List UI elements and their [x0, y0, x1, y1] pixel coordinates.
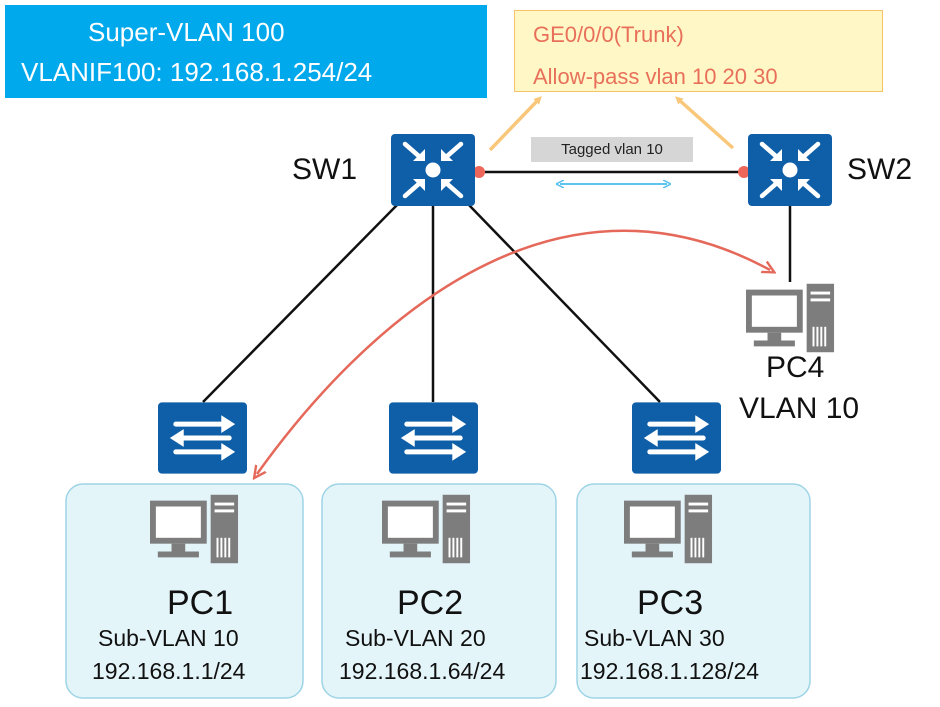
pc1-label: PC1 [167, 584, 234, 622]
super-vlan-title: Super-VLAN 100 [88, 17, 285, 47]
pc3-label: PC3 [637, 584, 704, 622]
access-switch-2-icon [389, 402, 478, 473]
tagged-vlan-label: Tagged vlan 10 [531, 137, 693, 162]
pc1-computer-icon [150, 494, 239, 564]
sw1-port-dot [473, 166, 485, 178]
pc2-group-box [321, 483, 557, 699]
sw2-router-icon [748, 134, 832, 206]
trunk-callout-arrow-sw1 [488, 96, 542, 152]
pc4-computer-icon [746, 283, 835, 353]
access-switch-1-icon [158, 402, 247, 473]
sw2-port-dot [738, 166, 750, 178]
pc2-sub-vlan-label: Sub-VLAN 20 [345, 625, 486, 651]
link-sw1-access1 [202, 203, 399, 403]
pc4-label: PC4 [766, 351, 825, 384]
pc4-vlan-label: VLAN 10 [739, 392, 860, 425]
trunk-port-label: GE0/0/0(Trunk) [533, 22, 684, 47]
pc3-computer-icon [624, 494, 713, 564]
access-switch-3-icon [632, 402, 721, 473]
allow-pass-label: Allow-pass vlan 10 20 30 [533, 64, 778, 89]
pc3-sub-vlan-label: Sub-VLAN 30 [584, 625, 725, 651]
pc2-label: PC2 [397, 584, 464, 622]
vlanif-address: VLANIF100: 192.168.1.254/24 [21, 57, 373, 87]
pc1-group-box [65, 483, 304, 699]
sw2-label: SW2 [847, 153, 913, 186]
pc2-ip-label: 192.168.1.64/24 [339, 658, 506, 684]
sw1-label: SW1 [292, 153, 358, 186]
pc2-computer-icon [382, 494, 471, 564]
pc3-ip-label: 192.168.1.128/24 [580, 658, 760, 684]
link-sw1-access3 [467, 203, 661, 403]
traffic-path-arrow [257, 229, 770, 474]
trunk-callout-arrow-sw2 [675, 96, 735, 150]
pc1-sub-vlan-label: Sub-VLAN 10 [98, 625, 239, 651]
sw1-router-icon [391, 134, 475, 206]
super-vlan-box: Super-VLAN 100 VLANIF100: 192.168.1.254/… [5, 5, 487, 98]
trunk-config-callout: GE0/0/0(Trunk) Allow-pass vlan 10 20 30 [514, 10, 883, 92]
pc1-ip-label: 192.168.1.1/24 [92, 658, 246, 684]
